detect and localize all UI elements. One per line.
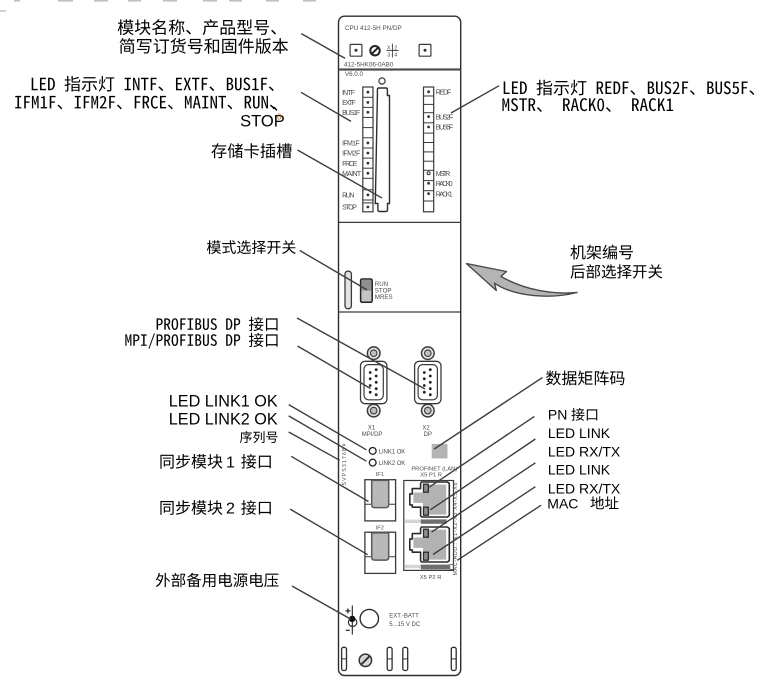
svg-text:STOP: STOP xyxy=(375,287,392,294)
svg-text:RUN: RUN xyxy=(342,193,354,200)
svg-text:FRCE: FRCE xyxy=(342,161,358,168)
svg-text:X2: X2 xyxy=(422,425,430,431)
svg-text:LED RX/TX: LED RX/TX xyxy=(548,443,621,459)
svg-text:0: 0 xyxy=(277,113,282,122)
svg-text:MAC: MAC xyxy=(547,495,578,511)
svg-text:MAINT: MAINT xyxy=(342,171,362,178)
svg-text:5...15 V DC: 5...15 V DC xyxy=(389,622,421,628)
svg-text:V6.0.0: V6.0.0 xyxy=(345,71,363,78)
svg-text:1: 1 xyxy=(226,454,235,471)
svg-text:LINK1 OK: LINK1 OK xyxy=(379,449,406,455)
svg-text:X5 P1 R: X5 P1 R xyxy=(420,472,442,478)
svg-text:LED LINK: LED LINK xyxy=(548,462,611,478)
svg-text:MSTR: MSTR xyxy=(436,171,451,178)
svg-text:EXT.-BATT: EXT.-BATT xyxy=(389,613,419,619)
svg-text:REDF: REDF xyxy=(436,90,452,97)
svg-text:BUS1F: BUS1F xyxy=(342,110,360,117)
svg-text:EXTF: EXTF xyxy=(342,100,356,107)
svg-text:LED LINK: LED LINK xyxy=(548,425,611,441)
svg-text:IFM2F: IFM2F xyxy=(342,151,360,158)
svg-text:2: 2 xyxy=(394,46,397,52)
svg-text:MRES: MRES xyxy=(375,294,393,301)
svg-text:RUN: RUN xyxy=(375,281,388,288)
svg-text:INTF: INTF xyxy=(342,90,355,97)
svg-text:CPU 412-5H PN/DP: CPU 412-5H PN/DP xyxy=(345,25,402,32)
svg-text:BUS5F: BUS5F xyxy=(436,125,453,132)
svg-text:IF2: IF2 xyxy=(376,526,384,532)
svg-text:LED LINK2 OK: LED LINK2 OK xyxy=(169,410,278,428)
svg-text:IFM1F: IFM1F xyxy=(342,141,360,148)
svg-text:4: 4 xyxy=(394,53,397,59)
svg-text:PN: PN xyxy=(548,407,567,423)
svg-text:LED RX/TX: LED RX/TX xyxy=(548,480,621,496)
svg-text:LED LINK1 OK: LED LINK1 OK xyxy=(169,392,278,410)
svg-text:PROFINET (LAN): PROFINET (LAN) xyxy=(411,466,457,472)
svg-text:SVPS3176B#: SVPS3176B# xyxy=(342,443,348,485)
svg-text:3: 3 xyxy=(387,53,390,59)
svg-text:DP: DP xyxy=(424,432,432,438)
svg-text:BUS2F: BUS2F xyxy=(436,114,453,121)
svg-text:RACK0: RACK0 xyxy=(436,181,453,188)
svg-text:LINK2 OK: LINK2 OK xyxy=(379,461,406,467)
svg-text:RACK1: RACK1 xyxy=(436,191,453,198)
svg-text:STOP: STOP xyxy=(240,113,285,131)
svg-text:X5 P2 R: X5 P2 R xyxy=(420,575,442,581)
svg-text:IF1: IF1 xyxy=(376,472,384,478)
svg-text:X1: X1 xyxy=(368,425,376,431)
svg-text:412-5HK06-0AB0: 412-5HK06-0AB0 xyxy=(344,61,394,68)
svg-text:X: X xyxy=(387,46,391,52)
svg-text:MPI/DP: MPI/DP xyxy=(362,432,383,438)
svg-text:MAC-ADD.: X1-X2-X3 X4-X5-X6: MAC-ADD.: X1-X2-X3 X4-X5-X6 xyxy=(453,483,459,576)
svg-text:STOP: STOP xyxy=(342,205,357,212)
svg-text:2: 2 xyxy=(226,501,235,518)
